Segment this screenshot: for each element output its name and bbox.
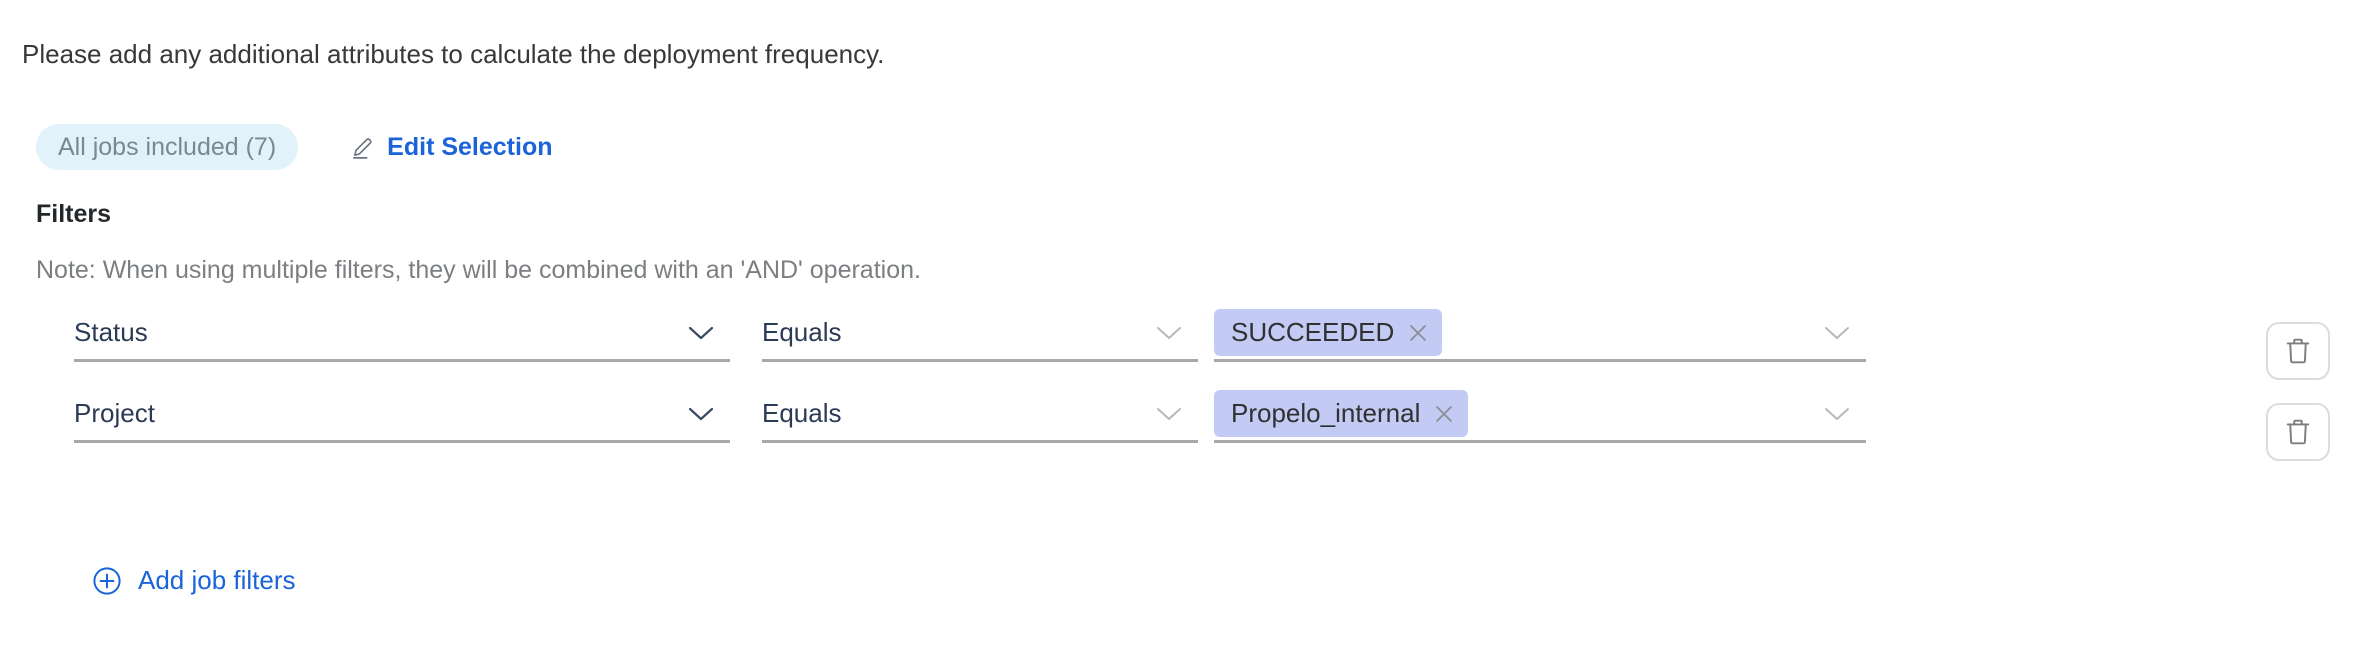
edit-selection-button[interactable]: Edit Selection — [351, 133, 552, 162]
filter-value-chip-area: SUCCEEDED — [1214, 309, 1810, 356]
job-selection-row: All jobs included (7) Edit Selection — [36, 124, 552, 170]
filter-value-select[interactable]: SUCCEEDED — [1214, 306, 1866, 362]
close-icon[interactable] — [1394, 322, 1429, 344]
chevron-down-icon — [1142, 405, 1198, 423]
add-job-filters-button[interactable]: Add job filters — [92, 565, 296, 596]
page-instruction-text: Please add any additional attributes to … — [22, 39, 885, 69]
filter-operator-value: Equals — [762, 398, 842, 428]
chevron-down-icon — [1810, 405, 1866, 423]
filter-operator-select[interactable]: Equals — [762, 306, 1198, 362]
filter-value-chip[interactable]: Propelo_internal — [1214, 390, 1469, 437]
chevron-down-icon — [674, 405, 730, 423]
filter-value-chip[interactable]: SUCCEEDED — [1214, 309, 1443, 356]
filter-operator-select[interactable]: Equals — [762, 387, 1198, 443]
filters-heading: Filters — [36, 200, 112, 228]
close-icon[interactable] — [1420, 403, 1455, 425]
plus-circle-icon — [92, 566, 138, 596]
filter-attribute-select[interactable]: Status — [74, 306, 730, 362]
chevron-down-icon — [674, 324, 730, 342]
trash-icon — [2285, 418, 2311, 446]
edit-selection-label: Edit Selection — [387, 132, 553, 161]
add-job-filters-label: Add job filters — [138, 565, 296, 595]
filter-attribute-value: Project — [74, 398, 155, 428]
filter-value-chip-area: Propelo_internal — [1214, 390, 1810, 437]
filter-attribute-value: Status — [74, 317, 148, 347]
trash-icon — [2285, 337, 2311, 365]
filter-value-select[interactable]: Propelo_internal — [1214, 387, 1866, 443]
delete-filter-button[interactable] — [2266, 403, 2330, 461]
pencil-icon — [351, 134, 387, 160]
filter-value-chip-label: SUCCEEDED — [1231, 317, 1395, 347]
filter-attribute-select[interactable]: Project — [74, 387, 730, 443]
chevron-down-icon — [1142, 324, 1198, 342]
filters-note: Note: When using multiple filters, they … — [36, 256, 921, 284]
delete-filter-button[interactable] — [2266, 322, 2330, 380]
filter-operator-value: Equals — [762, 317, 842, 347]
chevron-down-icon — [1810, 324, 1866, 342]
jobs-included-badge: All jobs included (7) — [36, 124, 299, 170]
filter-value-chip-label: Propelo_internal — [1231, 398, 1421, 428]
